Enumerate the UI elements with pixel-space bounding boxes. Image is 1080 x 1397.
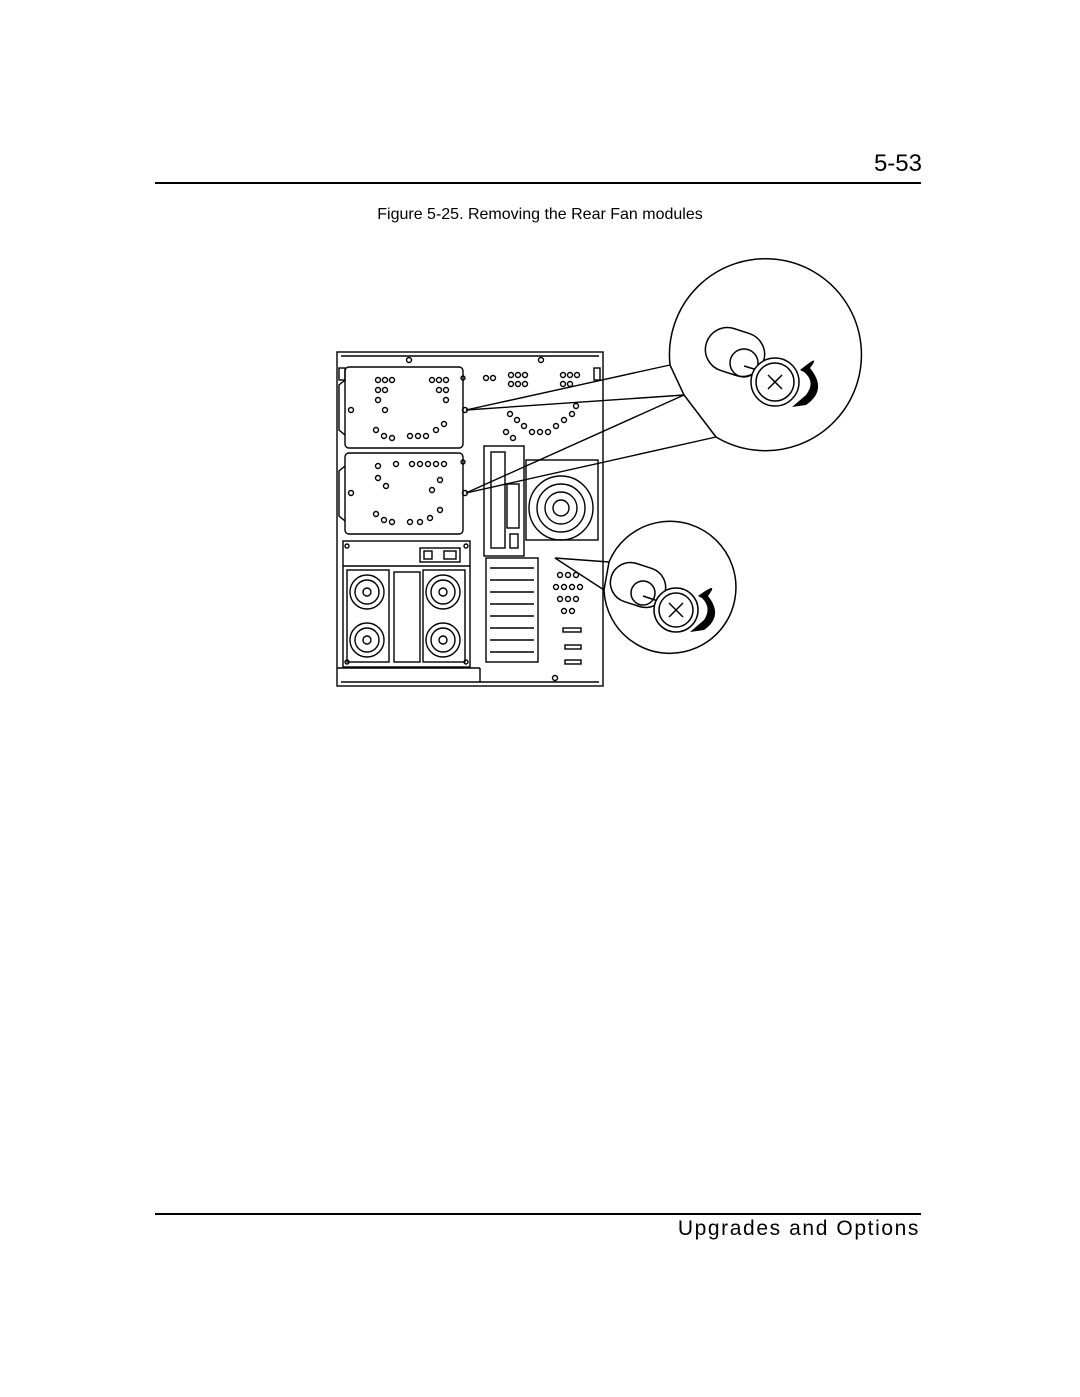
thumbscrew-detail-upper: [668, 257, 863, 452]
lower-fan-module: [344, 452, 464, 535]
power-supply: [342, 540, 471, 668]
io-panel: [483, 445, 525, 557]
page-number: 5-53: [873, 150, 922, 177]
upper-fan-module: [344, 366, 464, 449]
chassis-outline: [336, 351, 604, 687]
footer-rule: [155, 1213, 921, 1215]
header-rule: [155, 182, 921, 184]
figure-caption: Figure 5-25. Removing the Rear Fan modul…: [377, 206, 703, 223]
section-title: Upgrades and Options: [677, 1217, 920, 1240]
thumbscrew-detail-lower: [603, 520, 737, 655]
expansion-slots: [485, 557, 539, 663]
